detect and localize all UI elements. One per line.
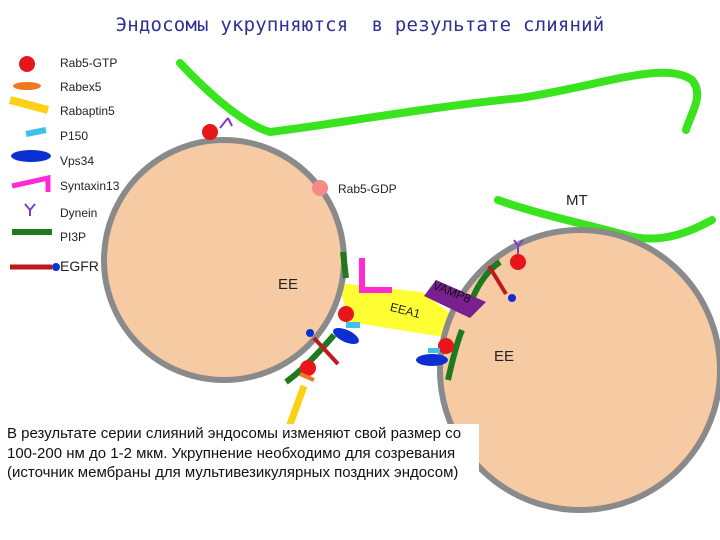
- legend-label-p150: P150: [60, 129, 89, 143]
- dynein-right-stalk: [513, 239, 519, 247]
- vps34-bridge-left: [333, 327, 359, 345]
- endosome-left: [101, 137, 347, 383]
- legend-label-rab5-gtp: Rab5-GTP: [60, 56, 118, 70]
- syntaxin13-left: [359, 258, 392, 293]
- endosome-right: [437, 227, 720, 513]
- rab5-gdp-marker: [312, 180, 328, 196]
- egfr-right: [487, 264, 508, 296]
- egfr-left-lower-dot: [306, 329, 314, 337]
- rabaptin5-left-bottom: [284, 384, 308, 432]
- pi3p-segment-right-lower: [445, 328, 465, 381]
- pi3p-segment-left-upper: [340, 251, 349, 279]
- microtubule-top: [176, 59, 702, 137]
- dynein-stalk-top: [219, 117, 229, 129]
- p150-bridge-left: [346, 322, 360, 328]
- rab5-gtp-on-mt: [202, 124, 218, 140]
- rabaptin5-icon: [8, 96, 50, 114]
- egfr-right-dot: [508, 294, 516, 302]
- rab5-gtp-bridge-right: [438, 338, 454, 354]
- legend-label-rabaptin5: Rabaptin5: [60, 104, 115, 118]
- rab5-gtp-left-bottom: [300, 360, 316, 376]
- slide-title: Эндосомы укрупняются в результате слияни…: [115, 14, 605, 36]
- legend-label-rabex5: Rabex5: [60, 80, 102, 94]
- vps34-bridge-right: [416, 354, 448, 366]
- dynein-icon: [24, 203, 36, 216]
- rab5-gdp-label: Rab5-GDP: [338, 182, 397, 196]
- fusion-bridge: [338, 283, 472, 340]
- dynein-right-stalk-2: [517, 239, 524, 247]
- legend-label-syntaxin13: Syntaxin13: [60, 179, 120, 193]
- rab5-gtp-icon: [19, 56, 35, 72]
- vamp8-bar: [424, 280, 486, 318]
- legend-label-dynein: Dynein: [60, 206, 98, 220]
- rabex5-icon: [13, 82, 41, 90]
- p150-bridge-right: [428, 348, 440, 353]
- legend-label-vps34: Vps34: [60, 154, 95, 168]
- dynein-stalk-top-2: [227, 117, 233, 127]
- rab5-gtp-right-top: [510, 254, 526, 270]
- legend-label-egfr: EGFR: [60, 258, 99, 274]
- rab5-gtp-bridge-left: [338, 306, 354, 322]
- vps34-icon: [11, 150, 51, 162]
- legend-icons: [8, 56, 60, 271]
- egfr-icon-dot: [52, 263, 60, 271]
- p150-icon: [25, 127, 47, 137]
- syntaxin13-icon: [11, 174, 51, 192]
- caption-text: В результате серии слияний эндосомы изме…: [7, 424, 479, 483]
- early-endosome-left-label: EE: [278, 276, 299, 293]
- microtubule-label: MT: [566, 192, 588, 209]
- early-endosome-right-label: EE: [494, 348, 515, 365]
- egfr-left-lower: [312, 336, 340, 366]
- rabex5-left-bottom: [299, 372, 315, 382]
- legend-label-pi3p: PI3P: [60, 230, 87, 244]
